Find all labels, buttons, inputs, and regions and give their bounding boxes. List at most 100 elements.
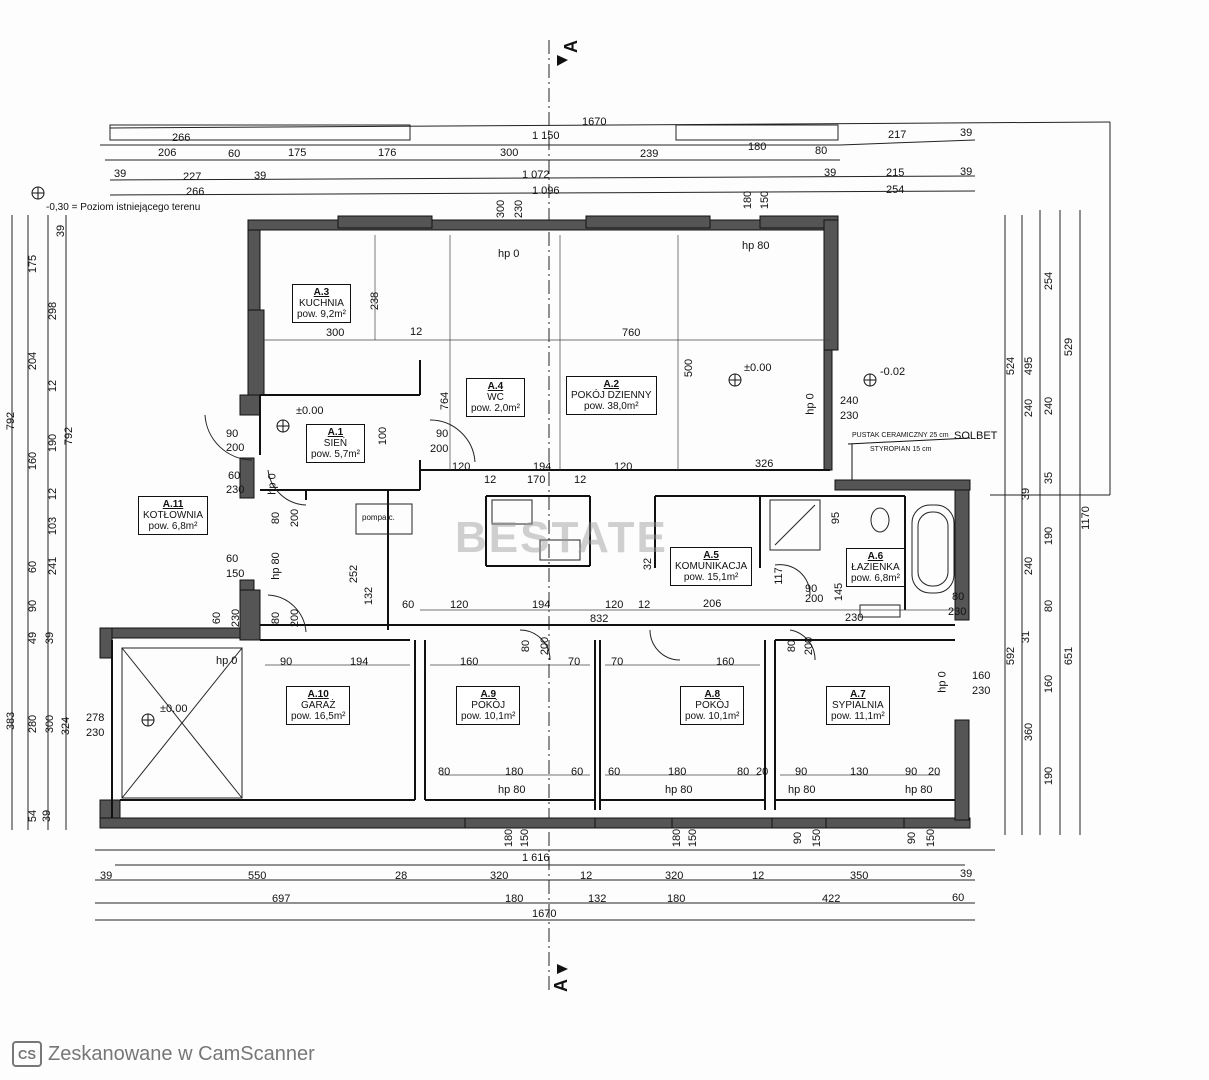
room-code: A.6 (867, 551, 884, 562)
room-name: KOTŁOWNIA (143, 510, 204, 521)
dim-inner: 80 (270, 611, 283, 625)
dim-right: 240 (1023, 398, 1036, 418)
room-area: pow. 38,0m² (584, 401, 639, 412)
dim-top: 175 (288, 147, 307, 159)
dim-left: 12 (47, 379, 60, 393)
room-name: SIEŃ (323, 438, 348, 449)
dim-inner: 80 (737, 766, 750, 778)
dim-inner: 240 (840, 395, 859, 407)
dim-bottom: 39 (100, 870, 113, 882)
dim-inner: 120 (614, 461, 633, 473)
dim-inner: 80 (786, 639, 799, 653)
dim-left: 160 (27, 451, 40, 471)
dim-inner: 12 (574, 474, 587, 486)
dim-inner: hp 80 (498, 784, 526, 796)
room-label-garaz: A.10 GARAŻ pow. 16,5m² (286, 686, 351, 725)
room-name: POKÓJ (695, 700, 730, 711)
dim-inner: 238 (369, 291, 382, 311)
level-dzienny: ±0.00 (744, 362, 772, 374)
dim-inner: 70 (568, 656, 581, 668)
camscanner-text: Zeskanowane w CamScanner (48, 1042, 315, 1065)
dim-inner: 230 (86, 727, 105, 739)
dim-inner: 230 (840, 410, 859, 422)
room-name: ŁAZIENKA (851, 562, 900, 573)
dim-right: 254 (1043, 271, 1056, 291)
dim-bottom: 12 (752, 870, 765, 882)
dim-top: 39 (824, 167, 837, 179)
dim-inner: 194 (533, 461, 552, 473)
dim-bottom: 132 (588, 893, 607, 905)
dim-inner: 80 (438, 766, 451, 778)
dim-inner: 160 (460, 656, 479, 668)
room-name: POKÓJ (471, 700, 506, 711)
section-label-top: A (561, 40, 581, 53)
room-name: SYPIALNIA (832, 700, 884, 711)
room-name: KOMUNIKACJA (675, 561, 748, 572)
dim-inner: 150 (519, 828, 532, 848)
dim-right: 80 (1043, 599, 1056, 613)
dim-left: 39 (41, 809, 54, 823)
dim-inner: 150 (226, 568, 245, 580)
dim-inner: 230 (948, 606, 967, 618)
dim-inner: 200 (805, 593, 824, 605)
dim-left: 90 (27, 599, 40, 613)
camscanner-icon: CS (12, 1041, 42, 1067)
dim-inner: 326 (755, 458, 774, 470)
dim-right: 240 (1023, 556, 1036, 576)
level-markers (31, 186, 877, 727)
dim-top: 206 (158, 147, 177, 159)
dim-left: 298 (47, 301, 60, 321)
dim-top: 180 (748, 141, 767, 153)
dim-left: 39 (55, 224, 68, 238)
dim-inner: 194 (532, 599, 551, 611)
dim-top: 254 (886, 184, 905, 196)
dim-inner: 80 (520, 639, 533, 653)
dim-inner: 160 (716, 656, 735, 668)
dim-inner: 90 (436, 428, 449, 440)
interior-walls (111, 360, 955, 818)
dim-top: 215 (886, 167, 905, 179)
dim-left: 204 (27, 351, 40, 371)
dim-bottom: 550 (248, 870, 267, 882)
room-label-pokoj-8: A.8 POKÓJ pow. 10,1m² (680, 686, 745, 725)
terrain-note: -0,30 = Poziom istniejącego terenu (46, 202, 201, 213)
dim-inner: 120 (452, 461, 471, 473)
room-code: A.2 (603, 379, 620, 390)
dim-right: 529 (1063, 337, 1076, 357)
dim-top: 1 150 (532, 130, 560, 142)
dim-left: 792 (63, 426, 76, 446)
dim-inner: 12 (484, 474, 497, 486)
dim-inner: 150 (811, 828, 824, 848)
dim-top: 39 (114, 168, 127, 180)
room-code: A.3 (313, 287, 330, 298)
dim-inner: 160 (972, 670, 991, 682)
dim-right: 35 (1043, 471, 1056, 485)
top-dimension-lines (100, 121, 1111, 496)
dim-right: 651 (1063, 646, 1076, 666)
room-area: pow. 5,7m² (311, 449, 360, 460)
dim-inner: hp 0 (216, 655, 238, 667)
room-label-sien: A.1 SIEŃ pow. 5,7m² (306, 424, 365, 463)
dim-right: 190 (1043, 766, 1056, 786)
room-label-pokoj-9: A.9 POKÓJ pow. 10,1m² (456, 686, 521, 725)
dim-inner: 300 (326, 327, 345, 339)
dim-top: 39 (960, 166, 973, 178)
dim-left: 39 (44, 631, 57, 645)
dim-right: 240 (1043, 396, 1056, 416)
dim-top: 300 (500, 147, 519, 159)
dim-inner: hp 80 (665, 784, 693, 796)
room-label-sypialnia: A.7 SYPIALNIA pow. 11,1m² (826, 686, 890, 725)
dim-top: 227 (183, 171, 202, 183)
dim-inner: 95 (830, 511, 843, 525)
dim-inner: 200 (539, 636, 552, 656)
dim-inner: 180 (503, 828, 516, 848)
dim-top: 266 (186, 186, 205, 198)
dim-inner: 132 (363, 586, 376, 606)
dim-inner: 90 (905, 766, 918, 778)
dim-left: 280 (27, 714, 40, 734)
dim-bottom: 28 (395, 870, 408, 882)
section-label-bottom: A (551, 979, 571, 992)
room-name: WC (487, 392, 504, 403)
dim-inner: 70 (611, 656, 624, 668)
